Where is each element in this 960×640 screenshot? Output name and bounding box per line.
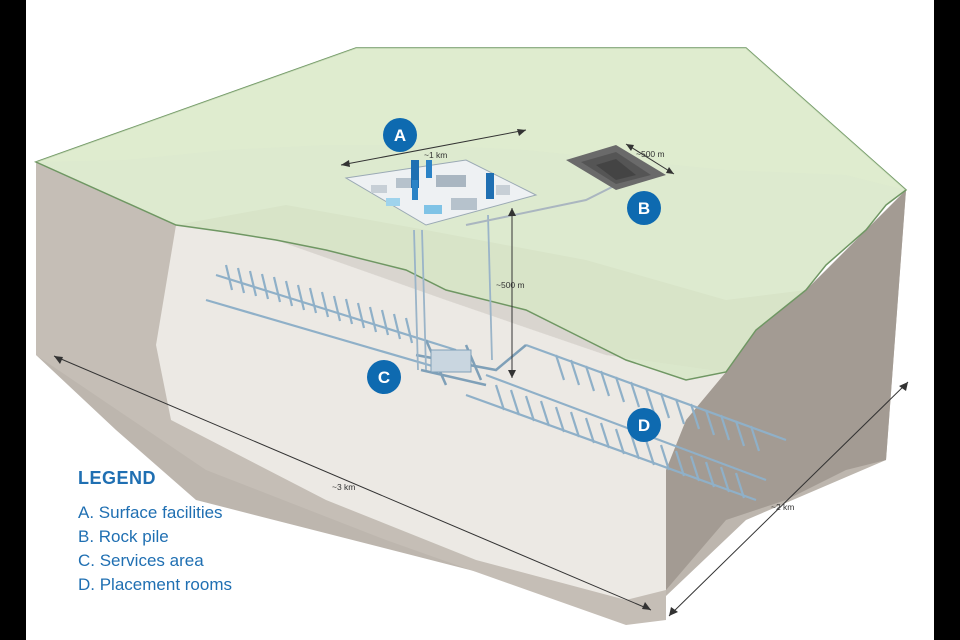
- dimension-label-depth: ~500 m: [496, 280, 525, 290]
- legend-item-rock-pile: B. Rock pile: [78, 527, 169, 546]
- legend: LEGEND A. Surface facilities B. Rock pil…: [78, 468, 232, 597]
- dimension-surface-width: ~1 km: [340, 129, 527, 167]
- legend-item-services-area: C. Services area: [78, 551, 204, 570]
- access-shafts: [413, 214, 493, 371]
- dimension-rock-pile: ~500 m: [625, 143, 675, 175]
- dimension-label-surface-width: ~1 km: [424, 150, 447, 160]
- dimension-length: ~3 km: [53, 355, 652, 611]
- excavation-floor: [156, 225, 726, 600]
- legend-title: LEGEND: [78, 468, 157, 488]
- site-road: [465, 184, 617, 226]
- ground-surface-top: [36, 48, 906, 190]
- marker-a: A: [383, 118, 417, 152]
- marker-c-label: C: [378, 368, 390, 387]
- front-rock-face: [36, 162, 666, 625]
- repository-block-diagram: ~1 km ~500 m ~500 m ~3 km ~2 km: [33, 47, 909, 625]
- marker-d: D: [627, 408, 661, 442]
- placement-tunnels-right: [465, 343, 787, 502]
- dimension-label-length: ~3 km: [332, 482, 355, 492]
- marker-c: C: [367, 360, 401, 394]
- services-area-hub: [415, 339, 527, 387]
- marker-d-label: D: [638, 416, 650, 435]
- dimension-label-rock-pile: ~500 m: [636, 149, 665, 159]
- dimension-label-width: ~2 km: [771, 502, 794, 512]
- marker-b-label: B: [638, 199, 650, 218]
- marker-a-label: A: [394, 126, 406, 145]
- legend-item-surface-facilities: A. Surface facilities: [78, 503, 223, 522]
- placement-tunnels-left: [205, 264, 457, 372]
- legend-item-placement-rooms: D. Placement rooms: [78, 575, 232, 594]
- rock-pile: [566, 145, 666, 190]
- surface-facilities-compound: [344, 159, 538, 226]
- dimension-depth: ~500 m: [496, 208, 525, 378]
- dimension-width: ~2 km: [668, 381, 909, 617]
- diagram-canvas: ~1 km ~500 m ~500 m ~3 km ~2 km: [26, 0, 934, 640]
- marker-b: B: [627, 191, 661, 225]
